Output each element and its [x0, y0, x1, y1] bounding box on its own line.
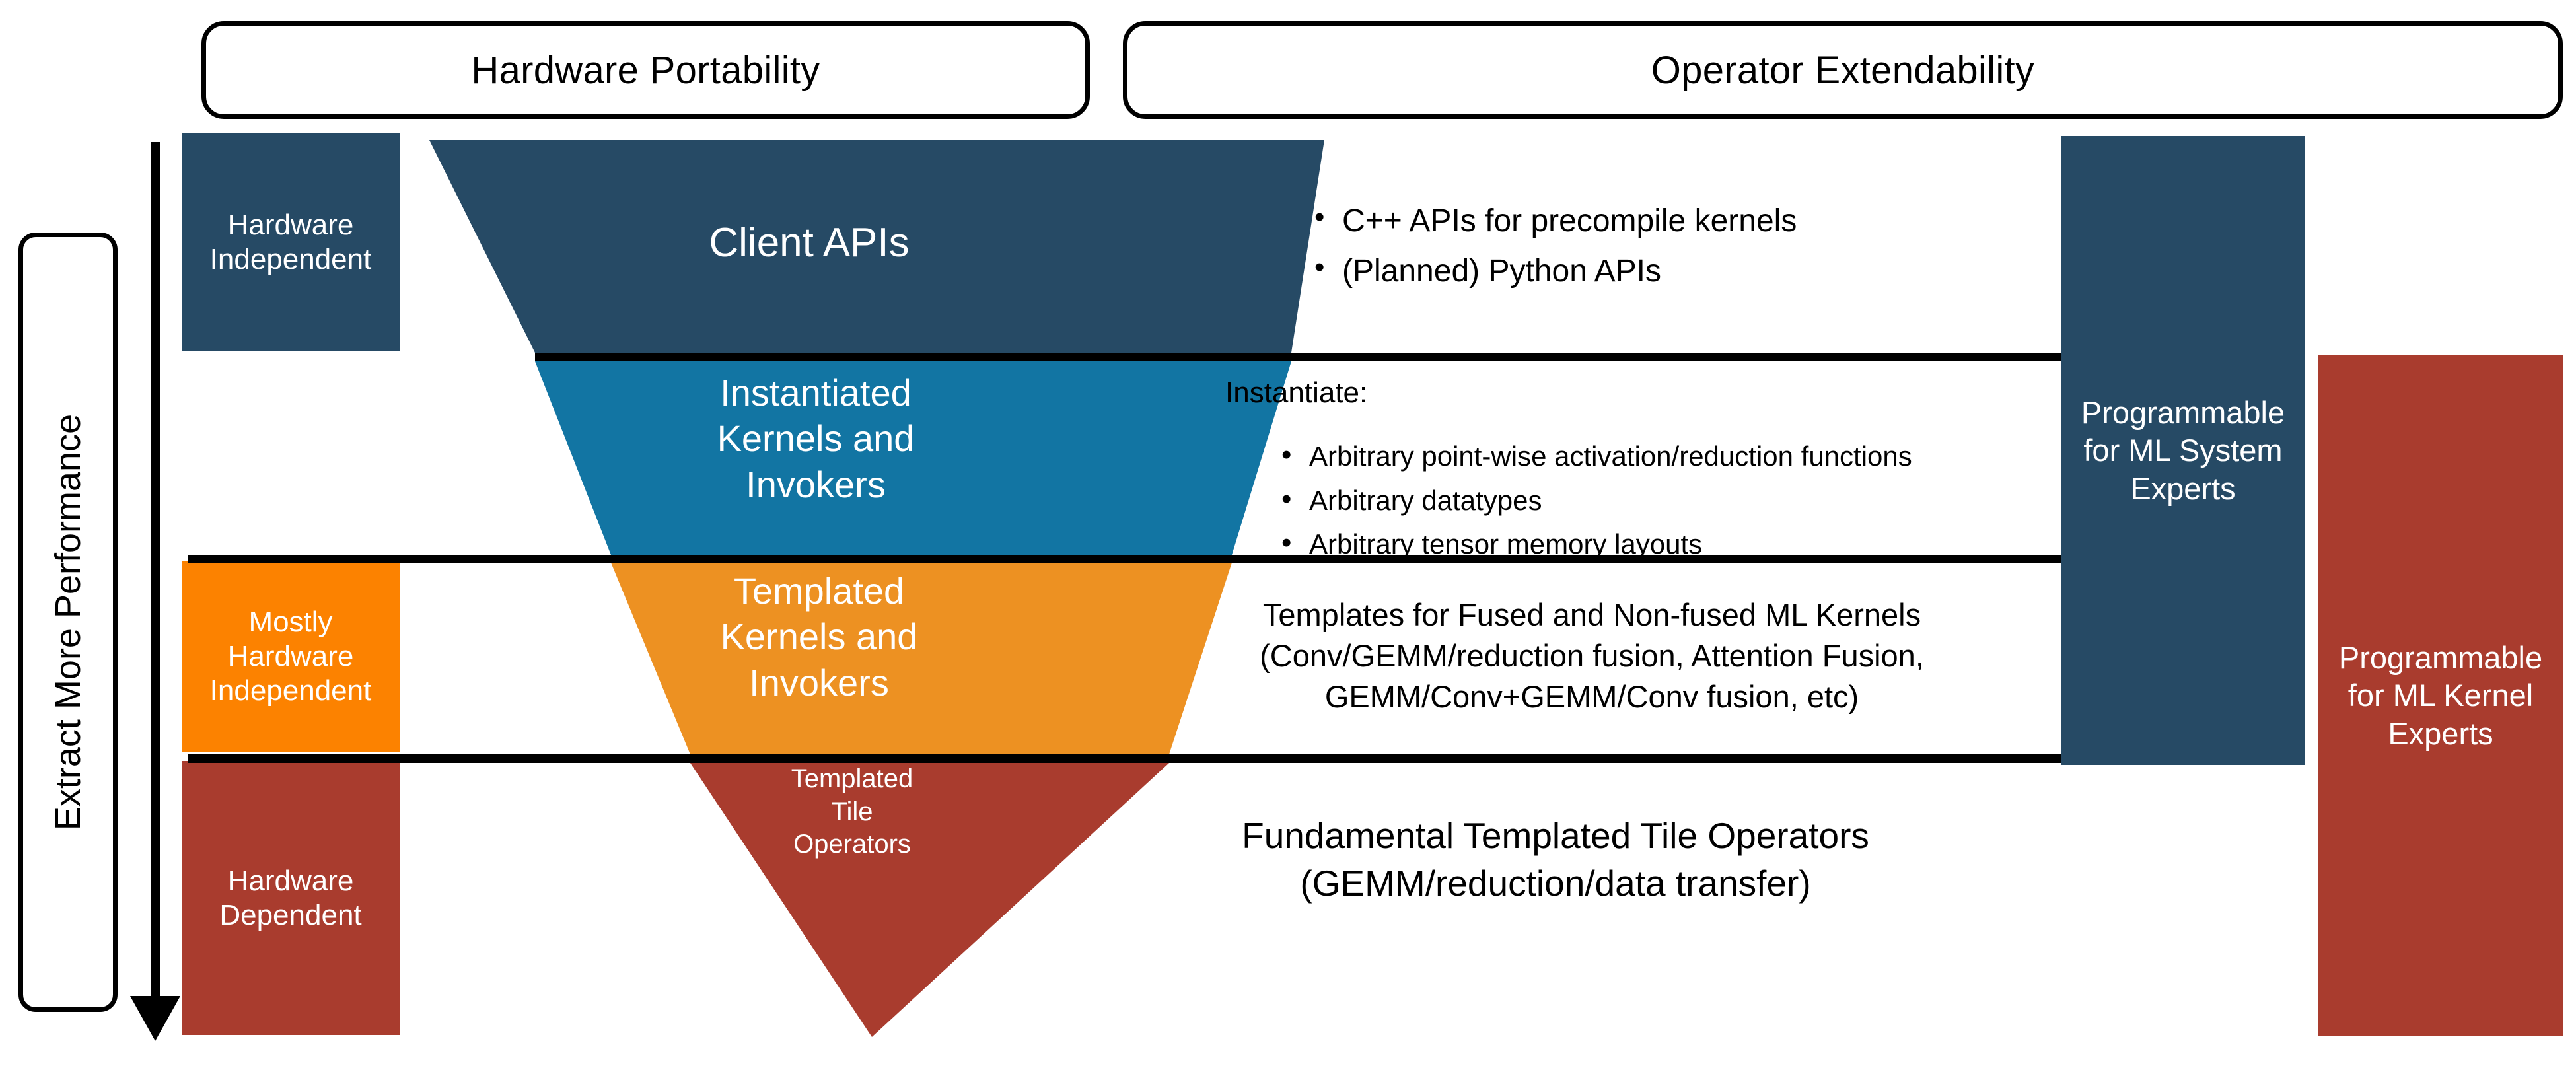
instantiate-bullet: Arbitrary datatypes — [1275, 481, 2100, 519]
hardware-level-mostly-hardware-independent: Mostly Hardware Independent — [182, 561, 400, 752]
audience-box-ml-system-experts: Programmable for ML System Experts — [2061, 136, 2305, 765]
instantiate-bullet: Arbitrary point-wise activation/reductio… — [1275, 437, 2100, 474]
audience-box-label: Programmable for ML Kernel Experts — [2338, 640, 2543, 751]
performance-axis-label: Extract More Performance — [48, 413, 89, 831]
divider-rule-top — [535, 353, 2081, 361]
hardware-level-hardware-independent: Hardware Independent — [182, 133, 400, 351]
audience-box-label: Programmable for ML System Experts — [2081, 395, 2285, 506]
divider-rule-middle — [188, 555, 2081, 563]
hardware-level-label: Hardware Dependent — [219, 864, 362, 931]
client-apis-bullet-list: C++ APIs for precompile kernels (Planned… — [1308, 199, 2100, 291]
instantiate-bullet-list: Arbitrary point-wise activation/reductio… — [1275, 437, 2100, 571]
down-arrow-shaft-icon — [151, 142, 160, 1011]
client-apis-bullet: (Planned) Python APIs — [1308, 249, 2100, 291]
header-hardware-portability-label: Hardware Portability — [471, 48, 820, 92]
details-client-apis: C++ APIs for precompile kernels (Planned… — [1308, 199, 2100, 302]
client-apis-bullet: C++ APIs for precompile kernels — [1308, 199, 2100, 241]
down-arrow-head-icon — [130, 996, 180, 1041]
header-operator-extendability-label: Operator Extendability — [1651, 48, 2035, 92]
funnel-label-templated-kernels: Templated Kernels and Invokers — [720, 570, 918, 703]
details-fundamental-text: Fundamental Templated Tile Operators (GE… — [1242, 815, 1869, 904]
hardware-level-label: Hardware Independent — [209, 209, 372, 275]
funnel-label-client-apis: Client APIs — [709, 220, 910, 266]
divider-rule-bottom — [188, 754, 2081, 763]
performance-axis-box: Extract More Performance — [18, 233, 118, 1012]
header-operator-extendability: Operator Extendability — [1123, 21, 2563, 119]
instantiate-bullet: Arbitrary tensor memory layouts — [1275, 524, 2100, 562]
funnel-label-templated-tile-operators: Templated Tile Operators — [791, 764, 913, 859]
instantiate-heading: Instantiate: — [1225, 377, 1368, 409]
hardware-level-label: Mostly Hardware Independent — [209, 606, 372, 707]
audience-box-ml-kernel-experts: Programmable for ML Kernel Experts — [2318, 355, 2563, 1036]
funnel-label-instantiated-kernels: Instantiated Kernels and Invokers — [717, 372, 915, 505]
header-hardware-portability: Hardware Portability — [201, 21, 1090, 119]
details-templates-text: Templates for Fused and Non-fused ML Ker… — [1260, 597, 1924, 715]
hardware-level-hardware-dependent: Hardware Dependent — [182, 761, 400, 1035]
